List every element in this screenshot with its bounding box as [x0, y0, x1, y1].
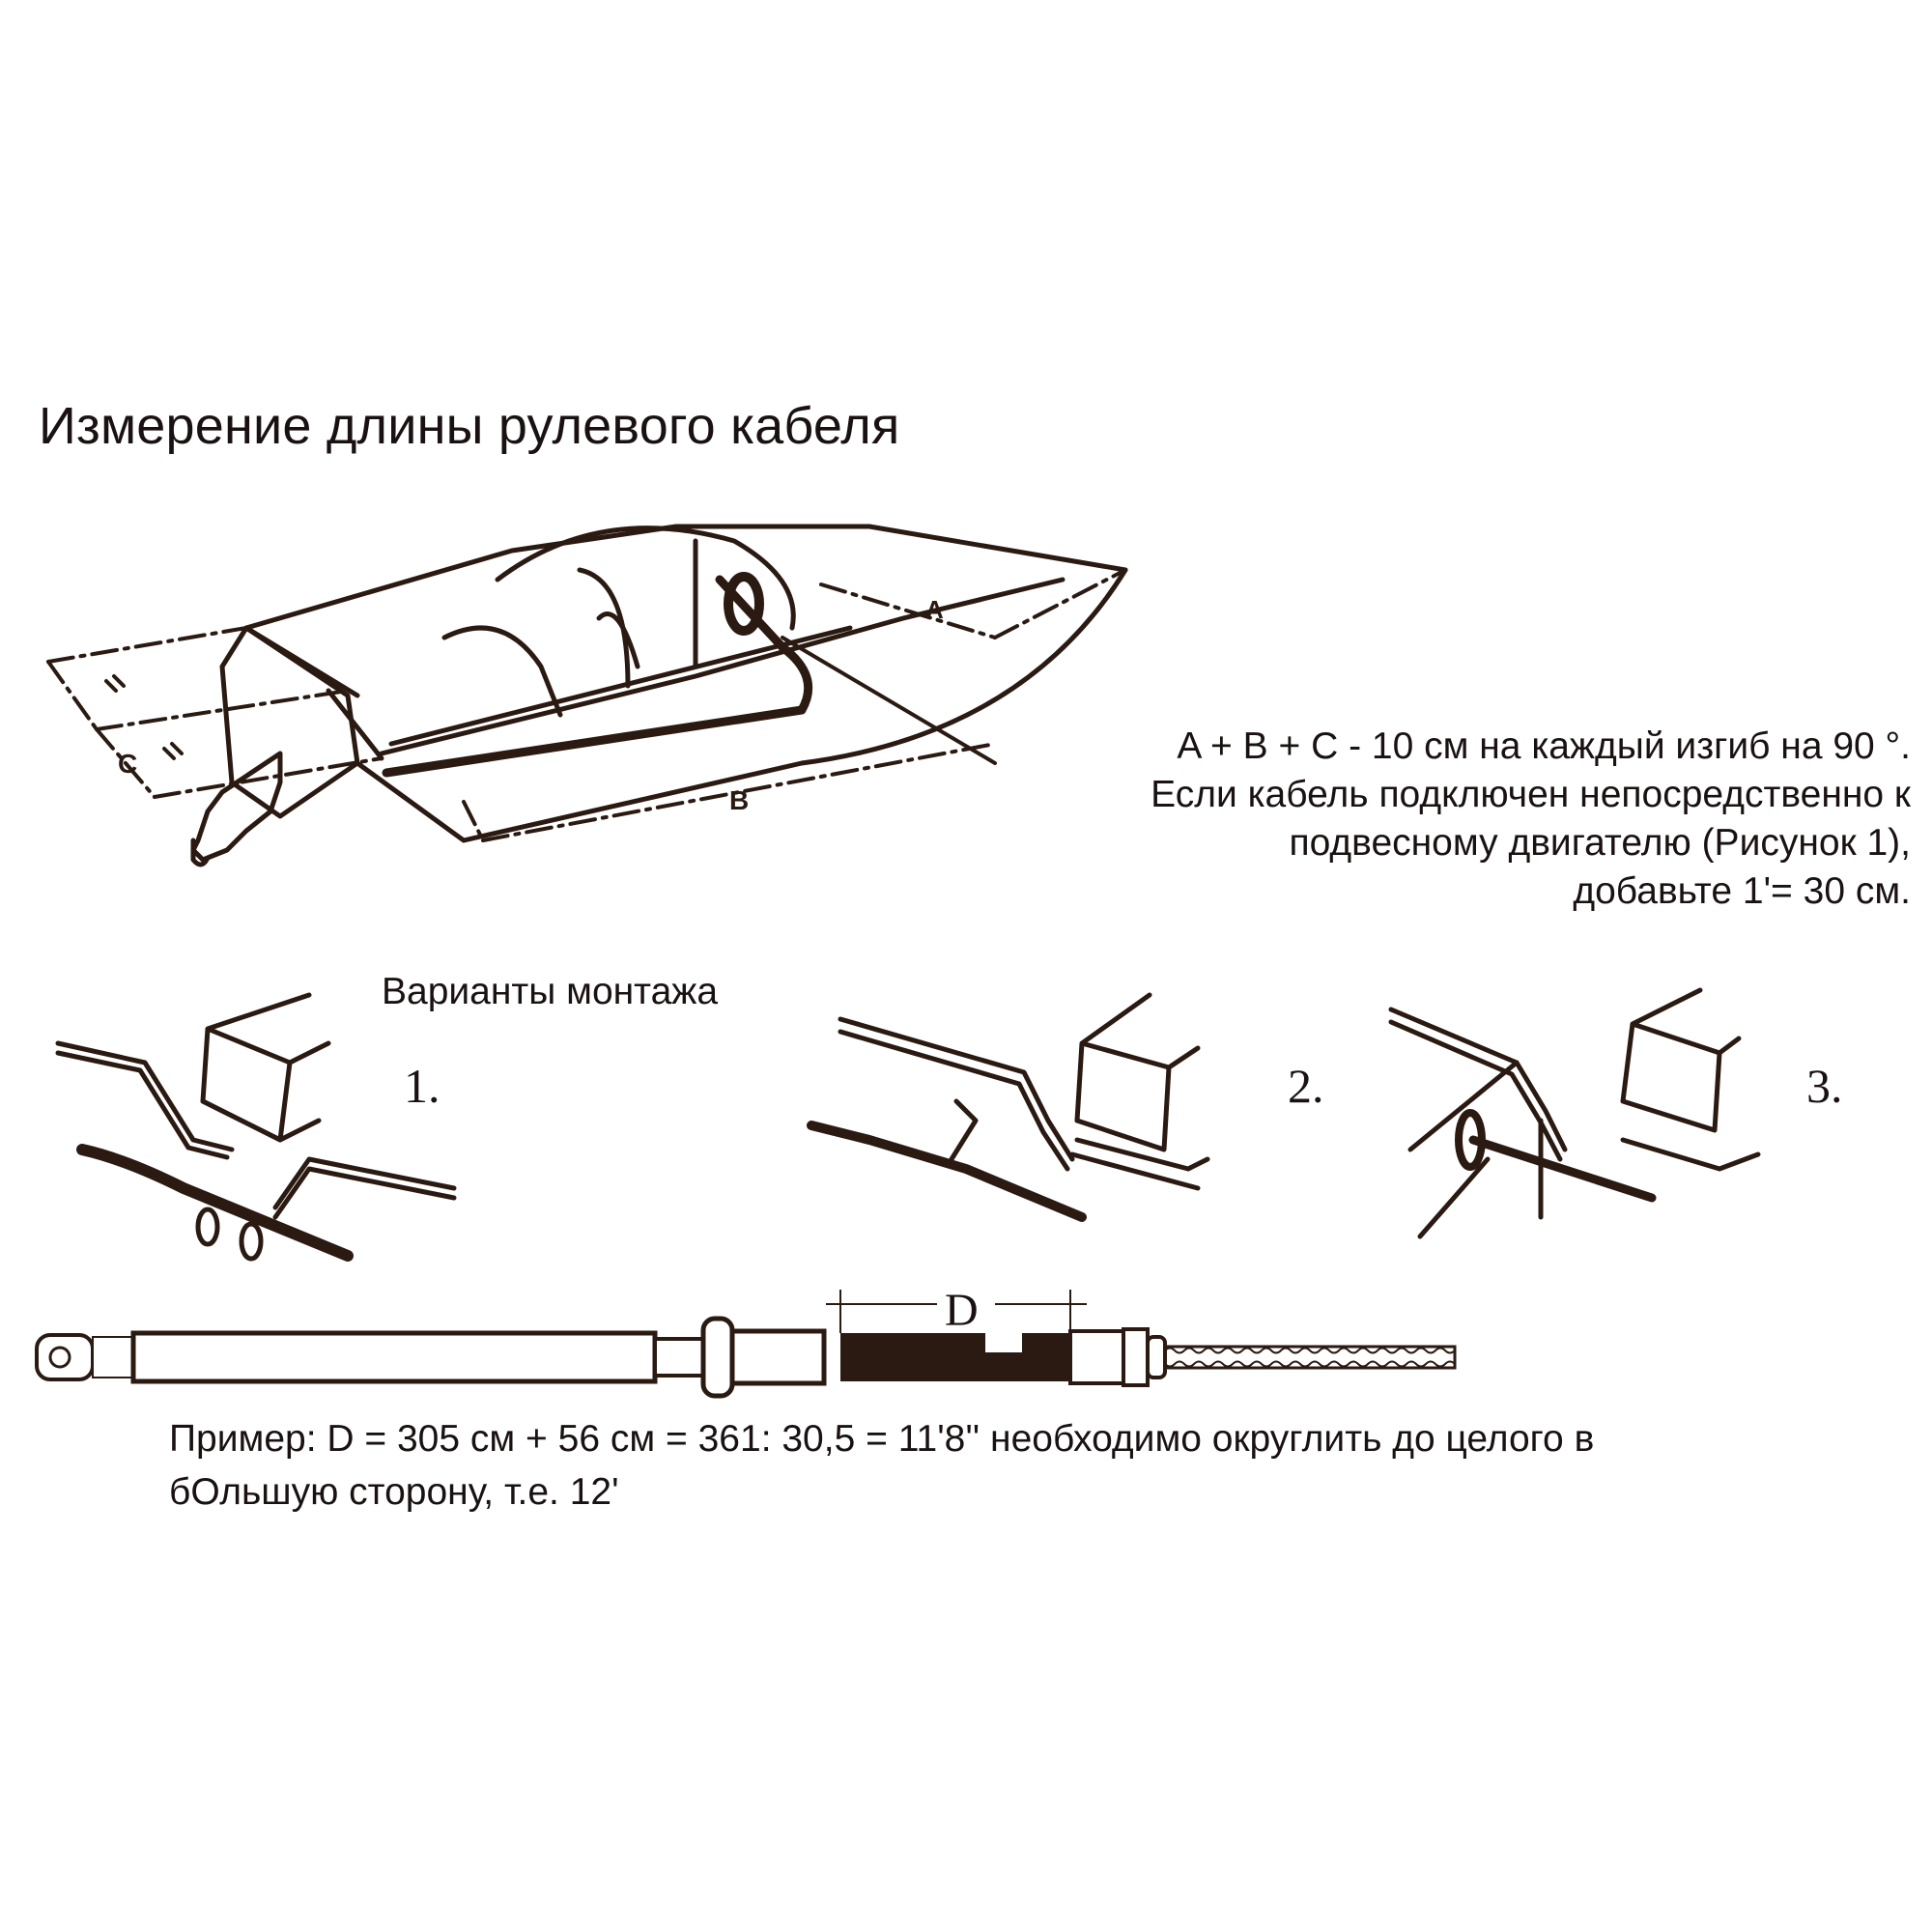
mounting-option-1-illustration	[55, 992, 457, 1262]
mounting-variants-heading: Варианты монтажа	[382, 971, 719, 1012]
dimension-label-c: C	[118, 749, 137, 779]
dimension-label-d: D	[945, 1285, 979, 1336]
page-title: Измерение длины рулевого кабеля	[39, 397, 900, 455]
example-line: Пример: D = 305 см + 56 см = 361: 30,5 =…	[169, 1418, 1595, 1460]
mounting-option-2-number: 2.	[1288, 1059, 1324, 1113]
formula-line: добавьте 1'= 30 см.	[1573, 870, 1911, 912]
dimension-label-a: A	[925, 595, 944, 624]
steering-cable: D	[35, 1285, 1457, 1399]
mounting-option-2-illustration	[807, 992, 1210, 1222]
formula-line: Если кабель подключен непосредственно к	[1151, 774, 1911, 815]
mounting-option-1-number: 1.	[404, 1059, 440, 1113]
formula-note: A + B + C - 10 см на каждый изгиб на 90 …	[945, 723, 1911, 916]
formula-line: A + B + C - 10 см на каждый изгиб на 90 …	[1177, 725, 1911, 767]
mounting-option-3-illustration	[1388, 987, 1761, 1239]
dimension-lines	[46, 568, 1127, 842]
example-calculation: Пример: D = 305 см + 56 см = 361: 30,5 =…	[169, 1412, 1594, 1519]
example-line: бОльшую сторону, т.е. 12'	[169, 1471, 619, 1513]
boat-hull	[190, 524, 1128, 867]
formula-line: подвесному двигателю (Рисунок 1),	[1289, 822, 1911, 864]
mounting-option-3-number: 3.	[1806, 1059, 1843, 1113]
dimension-label-b: B	[729, 785, 749, 815]
